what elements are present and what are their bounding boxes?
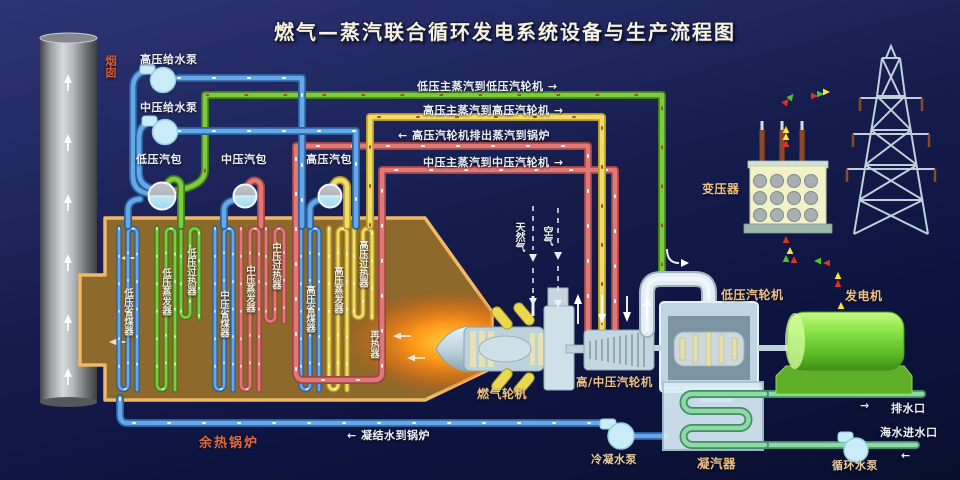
hp-drum-label: 高压汽包 [306,153,352,166]
condensate-pump [599,418,635,450]
route-label-condensate-return: ← 凝结水到锅炉 [347,429,431,442]
seawater-inlet-label: 海水进水口 [880,426,938,439]
coil-label-hp-evaporator: 高压蒸发器 [332,266,343,314]
gas-turbine-label: 燃气轮机 [477,387,528,401]
seawater-arrow: ← [901,449,911,462]
combustor-cans [491,302,535,396]
coil-label-hp-economizer: 高压省煤器 [304,285,315,333]
route-label-ip-main-steam: 中压主蒸汽到中压汽轮机 → [423,156,564,169]
pipe-pump-suction [133,70,152,193]
condenser-label: 凝汽器 [697,456,737,471]
steam-drum-ip [232,183,258,209]
tower-insulators [845,98,937,182]
natural-gas-flow-arrows [529,206,537,306]
generator-label: 发电机 [845,289,883,303]
hp-ip-turbine-label: 高/中压汽轮机 [576,375,653,389]
drain-outlet-label: 排水口 [891,402,926,415]
condensate-pump-label: 冷凝水泵 [591,453,637,466]
chimney [39,32,98,407]
coil-label-ip-superheater: 中压过热器 [270,242,281,290]
steam-drum-hp [317,183,343,209]
ip-feed-pump [141,115,179,146]
hp-ip-steam-turbine [583,329,655,371]
condenser [662,381,765,451]
coil-label-lp-economizer: 低压省煤器 [122,288,133,336]
generator [775,311,913,395]
coil-label-ip-economizer: 中压省煤器 [218,290,229,338]
lp-turbine-label: 低压汽轮机 [721,288,784,302]
crossover-pipe [639,271,717,338]
route-label-lp-main-steam: 低压主蒸汽到低压汽轮机 → [417,80,558,93]
coil-label-lp-evaporator: 低压蒸发器 [160,268,171,316]
natural-gas-label: 天然气 [513,222,524,252]
hp-feed-pump [139,63,177,94]
circulating-pump-label: 循环水泵 [832,459,878,472]
drain-arrow: → [860,399,870,412]
transformer-label: 变压器 [702,182,740,196]
transformer [743,121,833,243]
route-label-hp-main-steam: 高压主蒸汽到高压汽轮机 → [423,104,564,117]
coil-label-lp-superheater: 低压过热器 [185,248,196,296]
steam-flow-arrows [574,248,689,324]
ip-feed-pump-label: 中压给水泵 [140,101,198,114]
transmission-tower [845,43,937,235]
lp-drum-label: 低压汽包 [136,153,182,166]
coil-label-ip-evaporator: 中压蒸发器 [244,265,255,313]
waste-heat-boiler-label: 余热锅炉 [199,436,260,451]
page-title: 燃气—蒸汽联合循环发电系统设备与生产流程图 [274,20,736,44]
steam-drum-lp [147,181,177,211]
lp-steam-turbine [654,301,792,402]
coil-label-hp-superheater: 高压过热器 [357,240,368,288]
chimney-label: 烟囱 [104,55,118,78]
reheater-label: 再热器 [368,330,379,359]
circulating-pump [837,431,869,463]
route-label-hp-exhaust: ← 高压汽轮机排出蒸汽到锅炉 [398,129,551,142]
ip-drum-label: 中压汽包 [221,153,267,166]
hp-feed-pump-label: 高压给水泵 [140,53,198,66]
electricity-spark-arrows [781,88,845,309]
flue-gas-up-arrows [64,74,72,385]
air-flow-arrows [554,208,562,308]
air-label: 空气 [541,226,552,246]
